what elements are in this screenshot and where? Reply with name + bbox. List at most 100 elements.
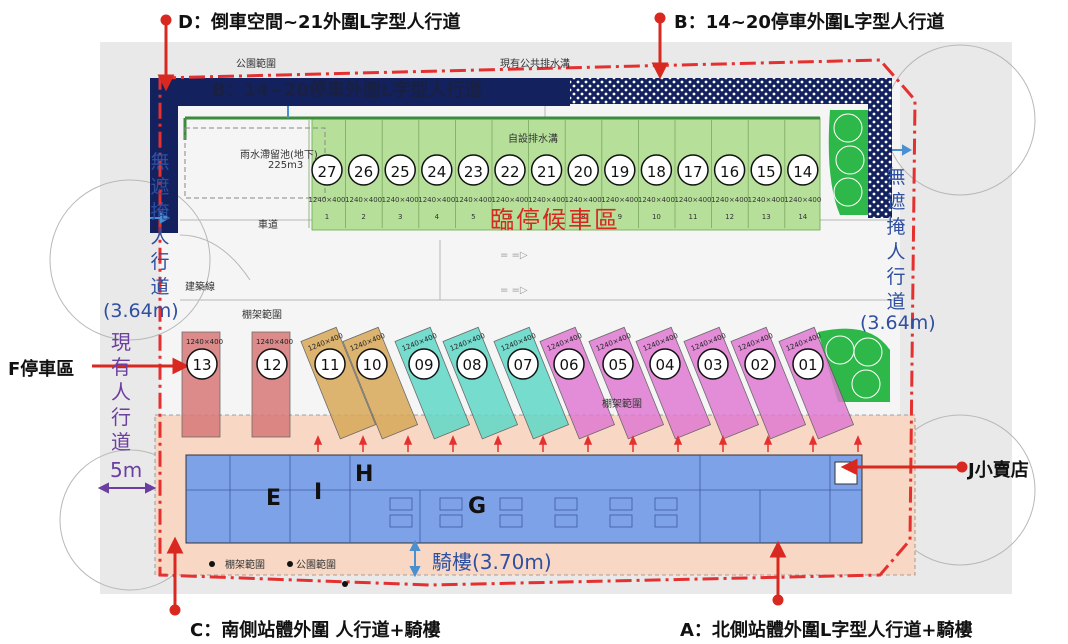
bay-circle bbox=[356, 348, 388, 380]
top-slot-dimension: 1240×400 bbox=[565, 196, 602, 204]
callout-j: J小賣店 bbox=[968, 460, 1029, 481]
lane-arrow-1: = =▷ bbox=[500, 250, 528, 261]
bay-circle bbox=[456, 348, 488, 380]
top-slot-dimension: 1240×400 bbox=[784, 196, 821, 204]
canopy-range-bottom: 棚架範圍 bbox=[225, 560, 265, 571]
site-boundary bbox=[158, 58, 917, 587]
zone-g: G bbox=[468, 494, 487, 519]
bay-number: 09 bbox=[414, 356, 433, 374]
top-slot-number: 26 bbox=[354, 163, 373, 181]
entrance-arrow-head bbox=[313, 435, 323, 445]
tree-area-top bbox=[828, 110, 868, 215]
top-slot-index: 3 bbox=[398, 213, 402, 221]
zone-e: E bbox=[266, 486, 282, 511]
bay-number: 10 bbox=[362, 356, 381, 374]
detention-pond bbox=[184, 127, 326, 199]
drainage-existing: 現有公共排水溝 bbox=[500, 59, 570, 70]
tree-circles-bay bbox=[825, 335, 883, 399]
top-slot-number: 15 bbox=[757, 163, 776, 181]
bay-circle bbox=[314, 348, 346, 380]
bay-number: 02 bbox=[750, 356, 769, 374]
parking-bay: 1240×400 bbox=[251, 331, 293, 438]
navy-walk-left bbox=[150, 78, 178, 233]
top-slot-dimension: 1240×400 bbox=[308, 196, 345, 204]
arcade-width-marker bbox=[409, 539, 421, 578]
bay-number: 13 bbox=[192, 356, 211, 374]
top-slot-index: 10 bbox=[652, 213, 661, 221]
bay-dimension: 1240×400 bbox=[186, 338, 223, 346]
entrance-arrow-head bbox=[628, 435, 638, 445]
station-interior-lines bbox=[186, 455, 862, 543]
top-slot-dimension: 1240×400 bbox=[382, 196, 419, 204]
temporary-parking-title: 臨停候車區 bbox=[490, 206, 620, 234]
bay-circle bbox=[553, 348, 585, 380]
entrance-arrow-head bbox=[403, 435, 413, 445]
top-slot-dimension: 1240×400 bbox=[748, 196, 785, 204]
navy-walk-top bbox=[150, 78, 570, 106]
top-slot-number: 20 bbox=[574, 163, 593, 181]
entrance-arrow-head bbox=[448, 435, 458, 445]
existing-sidewalk-char: 有 bbox=[111, 355, 131, 379]
canopy-range-left: 棚架範圍 bbox=[242, 310, 282, 321]
bay-circle bbox=[649, 348, 681, 380]
lane-label: 車道 bbox=[258, 220, 278, 231]
callout-leaders bbox=[92, 12, 968, 616]
bay-circle bbox=[408, 348, 440, 380]
bay-number: 03 bbox=[703, 356, 722, 374]
bay-circle bbox=[507, 348, 539, 380]
right-sidewalk-char: 無 bbox=[886, 166, 906, 188]
drainage-own: 自設排水溝 bbox=[508, 134, 558, 145]
park-boundary-top: 公園範圍 bbox=[236, 59, 276, 70]
right-sidewalk-char: 行 bbox=[886, 266, 906, 288]
top-slot-index: 11 bbox=[689, 213, 698, 221]
parking-bay: 1240×400 bbox=[181, 331, 223, 438]
existing-sidewalk-char: 道 bbox=[111, 430, 131, 454]
right-sidewalk-char: 道 bbox=[886, 291, 906, 313]
top-slot-circle bbox=[347, 154, 380, 186]
top-slot-number: 24 bbox=[427, 163, 446, 181]
bay-circle bbox=[697, 348, 729, 380]
top-slot-number: 27 bbox=[317, 163, 336, 181]
bay-number: 06 bbox=[559, 356, 578, 374]
top-slot-index: 4 bbox=[435, 213, 440, 221]
top-slot-circle bbox=[713, 154, 746, 186]
tree-circles-top bbox=[833, 113, 865, 207]
right-sidewalk-char: 人 bbox=[886, 241, 906, 263]
top-slot-dimension: 1240×400 bbox=[345, 196, 382, 204]
entrance-arrow-head bbox=[718, 435, 728, 445]
dotted-walk-top bbox=[570, 78, 890, 104]
top-slot-number: 17 bbox=[683, 163, 702, 181]
building-line-label: 建築線 bbox=[185, 282, 215, 293]
entrance-arrow-head bbox=[763, 435, 773, 445]
existing-sidewalk-width: 5m bbox=[110, 458, 143, 482]
callout-b: B：14~20停車外圍L字型人行道 bbox=[674, 12, 945, 33]
top-slot-index: 7 bbox=[544, 213, 548, 221]
top-slot-number: 22 bbox=[500, 163, 519, 181]
top-slot-dimension: 1240×400 bbox=[674, 196, 711, 204]
callout-c: C：南側站體外圍 人行道+騎樓 bbox=[190, 620, 441, 641]
entrance-arrow-head bbox=[493, 435, 503, 445]
left-sidewalk-char: 無 bbox=[150, 151, 170, 173]
top-slot-circle bbox=[750, 154, 782, 186]
bay-number: 05 bbox=[608, 356, 627, 374]
bay-number: 11 bbox=[320, 356, 339, 374]
top-slot-circle bbox=[530, 154, 563, 186]
left-sidewalk-char: 遮 bbox=[150, 176, 170, 198]
left-sidewalk-label: 無 遮 掩 人 行 道 bbox=[147, 150, 173, 300]
existing-sidewalk-char: 現 bbox=[111, 330, 131, 354]
entrance-arrow-head bbox=[853, 435, 863, 445]
top-slot-dimension: 1240×400 bbox=[418, 196, 455, 204]
left-sidewalk-char: 人 bbox=[150, 226, 170, 248]
entrance-arrows bbox=[313, 435, 863, 452]
top-slot-index: 14 bbox=[798, 213, 807, 221]
top-slot-number: 21 bbox=[537, 163, 556, 181]
canopy-range-mid: 棚架範圍 bbox=[602, 399, 642, 410]
bay-number: 07 bbox=[513, 356, 532, 374]
callout-d: D：倒車空間~21外圍L字型人行道 bbox=[178, 12, 461, 33]
top-slot-number: 19 bbox=[610, 163, 629, 181]
top-slot-circle bbox=[384, 154, 416, 186]
bay-circle bbox=[792, 348, 824, 380]
callout-b-overlay: B：14~20停車外圍L字型人行道 bbox=[212, 80, 483, 101]
top-slot-dimension: 1240×400 bbox=[455, 196, 492, 204]
entrance-arrow-head bbox=[583, 435, 593, 445]
